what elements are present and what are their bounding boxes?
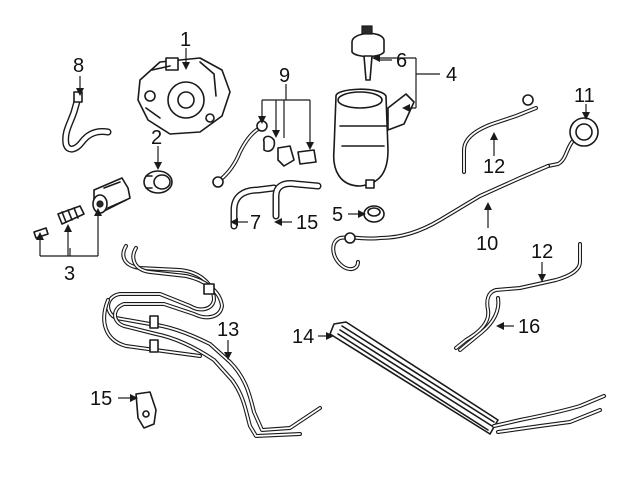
part-8-hose (62, 91, 112, 153)
callout-labels: 1 2 3 4 5 6 7 8 9 10 11 12 12 13 14 15 1… (64, 29, 595, 410)
part-6-cap (351, 25, 385, 81)
part-10-pressure-line (331, 164, 550, 271)
part-12-16-hoses-lower (454, 242, 582, 352)
part-1-pump (137, 57, 231, 135)
callout-2: 2 (151, 127, 162, 149)
part-4-reservoir (332, 88, 415, 189)
callout-12-lower: 12 (531, 241, 553, 263)
part-7-15-hoses (230, 180, 322, 230)
callout-16: 16 (518, 316, 540, 338)
callout-12-upper: 12 (483, 156, 505, 178)
part-2-pulley (143, 170, 173, 194)
part-14-cooler (329, 321, 606, 435)
callout-7: 7 (250, 212, 261, 234)
callout-1: 1 (180, 29, 191, 51)
callout-6: 6 (396, 50, 407, 72)
callout-3: 3 (64, 263, 75, 285)
part-3-filter-set (33, 177, 131, 239)
part-13-cooler-lines (102, 244, 322, 438)
part-12-return-hose-upper (462, 94, 538, 174)
part-5-grommet (363, 205, 385, 223)
callout-15-lower: 15 (90, 388, 112, 410)
callout-5: 5 (332, 204, 343, 226)
callout-14: 14 (292, 326, 314, 348)
callout-13: 13 (217, 319, 239, 341)
callout-10: 10 (476, 233, 498, 255)
callout-11: 11 (574, 85, 595, 107)
part-9-pressure-line (212, 120, 317, 188)
callout-8: 8 (73, 55, 84, 77)
callout-15-upper: 15 (296, 212, 318, 234)
part-11-cooler-cap (546, 117, 599, 168)
callout-9: 9 (279, 65, 290, 87)
part-15-bracket (135, 391, 157, 429)
callout-4: 4 (446, 64, 457, 86)
leader-lines (36, 48, 590, 402)
